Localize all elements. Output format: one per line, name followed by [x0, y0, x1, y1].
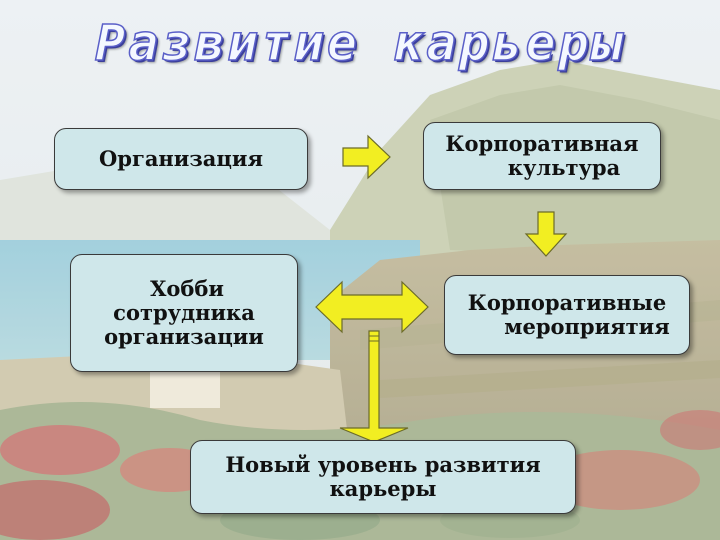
arrow-down-icon	[524, 211, 568, 257]
box-corporate-culture-line1: Корпоративная	[445, 130, 639, 156]
box-organization-label: Организация	[98, 145, 263, 171]
arrow-double-icon	[315, 280, 429, 334]
box-new-level: Новый уровень развития карьеры	[190, 440, 576, 514]
box-corporate-events: Корпоративные мероприятия	[444, 275, 690, 355]
box-hobby-line3: организации	[104, 324, 264, 350]
box-corporate-events-line2: мероприятия	[504, 314, 670, 339]
box-corporate-culture-line2: культура	[507, 155, 621, 180]
box-corporate-culture: Корпоративная культура	[423, 122, 661, 190]
arrow-long-down-icon	[339, 330, 409, 443]
box-organization: Организация	[54, 128, 308, 190]
box-new-level-line1: Новый уровень развития	[225, 451, 541, 477]
slide-title: Развитие карьеры	[94, 13, 625, 73]
box-corporate-events-line1: Корпоративные	[467, 289, 667, 315]
box-new-level-line2: карьеры	[329, 476, 437, 501]
box-hobby-line1: Хобби	[150, 275, 224, 301]
arrow-right-icon	[342, 134, 391, 180]
box-hobby: Хобби сотрудника организации	[70, 254, 298, 372]
box-hobby-line2: сотрудника	[113, 299, 255, 325]
